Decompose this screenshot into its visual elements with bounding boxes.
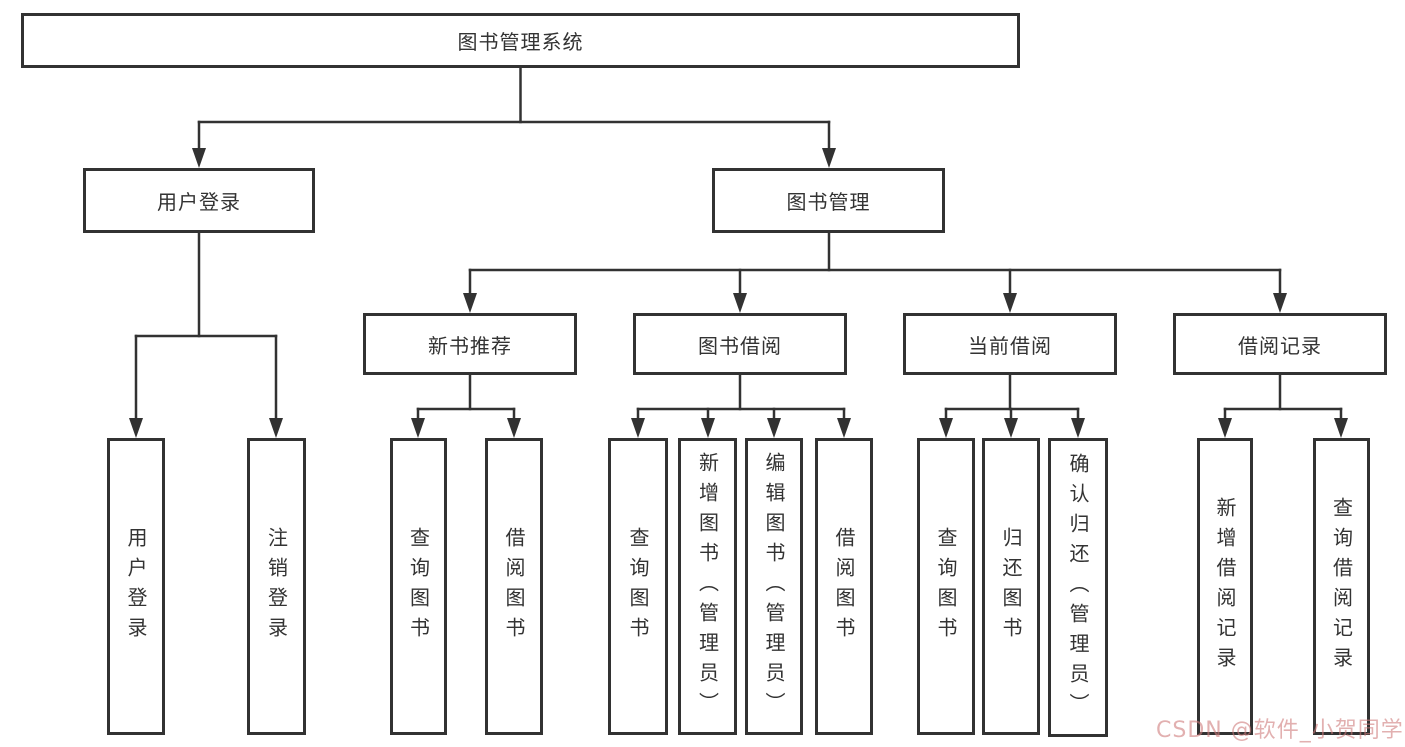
node-current-borrowing-label: 当前借阅 xyxy=(968,333,1052,358)
leaf-bb-edit-books-admin: 编辑图书（管理员） xyxy=(745,438,803,735)
leaf-cb-query-books: 查询图书 xyxy=(917,438,975,735)
node-book-management-label: 图书管理 xyxy=(786,190,871,214)
leaf-nb-query-books-label: 查询图书 xyxy=(406,526,431,647)
leaf-nb-query-books: 查询图书 xyxy=(390,438,447,735)
connector-book-borrowing-children xyxy=(631,373,851,438)
leaf-user-login-label: 用户登录 xyxy=(124,526,148,647)
leaf-nb-borrow-books-label: 借阅图书 xyxy=(502,526,526,647)
leaf-logout: 注销登录 xyxy=(247,438,306,735)
leaf-bb-edit-books-admin-label: 编辑图书（管理员） xyxy=(762,451,786,722)
leaf-br-add-record-label: 新增借阅记录 xyxy=(1213,496,1237,677)
leaf-cb-return-books: 归还图书 xyxy=(982,438,1040,735)
leaf-user-login: 用户登录 xyxy=(107,438,165,735)
leaf-logout-label: 注销登录 xyxy=(264,526,289,647)
node-current-borrowing: 当前借阅 xyxy=(903,313,1117,375)
leaf-bb-add-books-admin-label: 新增图书（管理员） xyxy=(695,451,720,722)
node-new-book-recommend-label: 新书推荐 xyxy=(428,333,512,358)
leaf-cb-confirm-return-admin: 确认归还（管理员） xyxy=(1048,438,1108,737)
leaf-bb-add-books-admin: 新增图书（管理员） xyxy=(678,438,737,735)
node-user-login: 用户登录 xyxy=(83,168,315,233)
node-library-system-label: 图书管理系统 xyxy=(457,30,584,54)
leaf-bb-borrow-books: 借阅图书 xyxy=(815,438,873,735)
node-book-borrowing-label: 图书借阅 xyxy=(698,333,782,358)
connector-book-management-children xyxy=(463,231,1287,313)
connector-new-book-recommend-children xyxy=(411,373,521,438)
node-book-borrowing: 图书借阅 xyxy=(633,313,847,375)
connector-root-to-level2 xyxy=(192,66,836,168)
leaf-bb-query-books: 查询图书 xyxy=(608,438,668,735)
leaf-cb-return-books-label: 归还图书 xyxy=(999,526,1023,647)
leaf-cb-query-books-label: 查询图书 xyxy=(934,526,958,647)
node-library-system: 图书管理系统 xyxy=(21,13,1020,68)
connector-borrowing-records-children xyxy=(1218,373,1348,438)
node-user-login-label: 用户登录 xyxy=(157,190,241,214)
leaf-bb-query-books-label: 查询图书 xyxy=(626,526,650,647)
leaf-cb-confirm-return-admin-label: 确认归还（管理员） xyxy=(1066,452,1090,723)
connector-current-borrowing-children xyxy=(939,373,1085,438)
node-book-management: 图书管理 xyxy=(712,168,945,233)
node-borrowing-records: 借阅记录 xyxy=(1173,313,1387,375)
node-new-book-recommend: 新书推荐 xyxy=(363,313,577,375)
leaf-br-add-record: 新增借阅记录 xyxy=(1197,438,1253,735)
leaf-nb-borrow-books: 借阅图书 xyxy=(485,438,543,735)
connector-user-login-children xyxy=(129,231,283,438)
leaf-br-query-record-label: 查询借阅记录 xyxy=(1329,496,1354,677)
leaf-bb-borrow-books-label: 借阅图书 xyxy=(832,526,856,647)
leaf-br-query-record: 查询借阅记录 xyxy=(1313,438,1370,735)
node-borrowing-records-label: 借阅记录 xyxy=(1238,333,1322,358)
